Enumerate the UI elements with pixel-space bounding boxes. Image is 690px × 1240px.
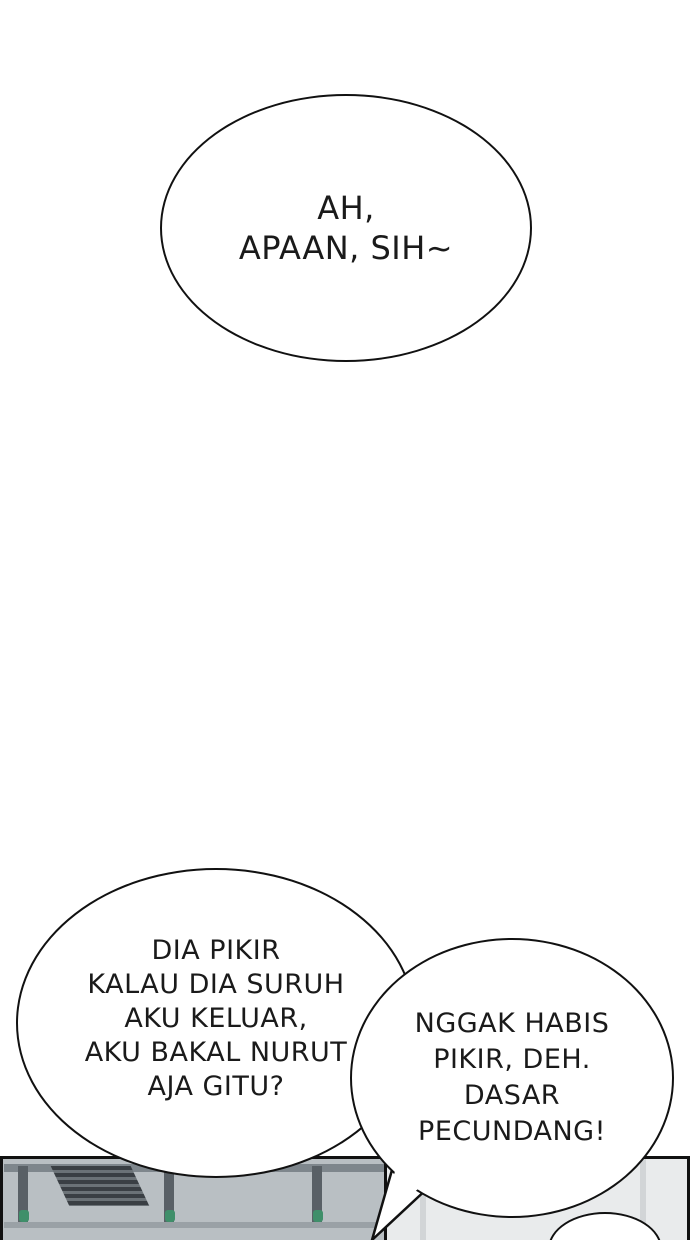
speech-bubble-top: AH, APAAN, SIH~	[160, 94, 532, 362]
speech-text-left: DIA PIKIR KALAU DIA SURUH AKU KELUAR, AK…	[84, 935, 348, 1102]
shelf-knob	[313, 1210, 323, 1222]
shelf-post	[164, 1166, 174, 1226]
shelf-post	[312, 1166, 322, 1226]
speech-text-top: AH, APAAN, SIH~	[238, 189, 454, 267]
speech-bubble-right: NGGAK HABIS PIKIR, DEH. DASAR PECUNDANG!	[350, 938, 674, 1218]
shelf-knob	[19, 1210, 29, 1222]
wall-line	[640, 1159, 646, 1240]
shelf-knob	[165, 1210, 175, 1222]
speech-text-right: NGGAK HABIS PIKIR, DEH. DASAR PECUNDANG!	[414, 1008, 610, 1147]
shelf-post	[18, 1166, 28, 1226]
shelf-bar	[4, 1222, 386, 1228]
speech-bubble-left: DIA PIKIR KALAU DIA SURUH AKU KELUAR, AK…	[16, 868, 416, 1178]
